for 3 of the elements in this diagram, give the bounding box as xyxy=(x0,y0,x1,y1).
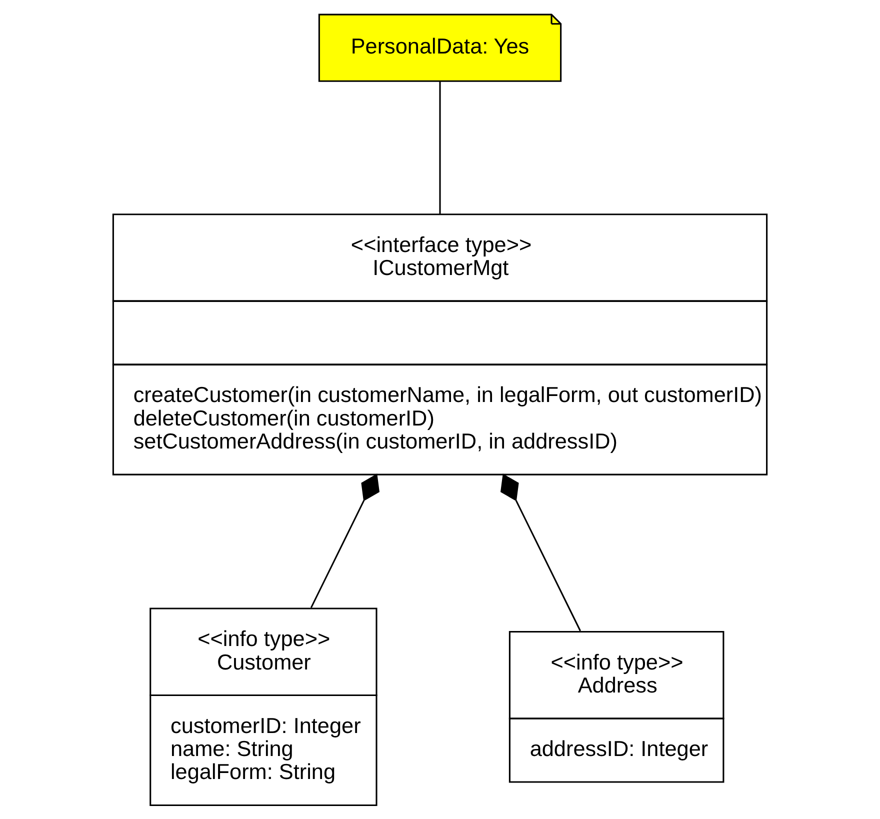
connector xyxy=(310,474,380,608)
connector xyxy=(500,474,581,632)
connector xyxy=(439,81,441,214)
